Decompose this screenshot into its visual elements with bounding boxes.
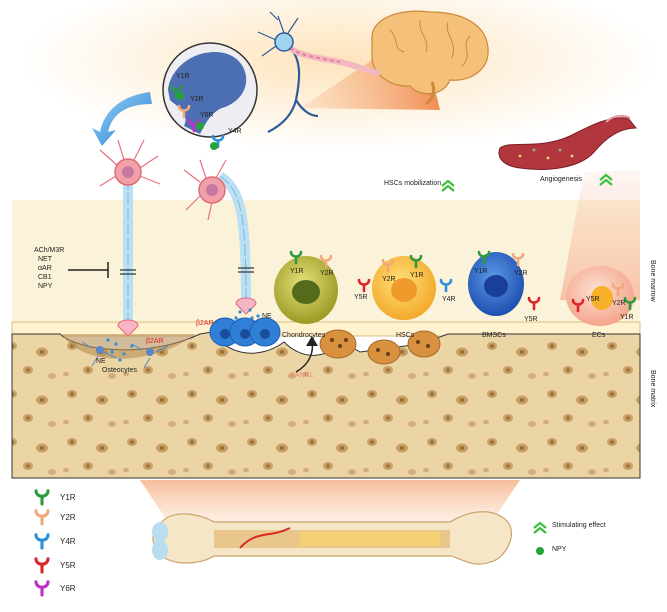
sympathetic-neuron-middle <box>183 159 257 315</box>
inhibitor-npy: NPY <box>38 283 53 290</box>
beta2ar-label-mid: β2AR <box>196 320 214 327</box>
legend-y2r-label: Y2R <box>60 513 76 522</box>
y1r-receptor-icon <box>409 254 423 269</box>
inset-y2r-label: Y2R <box>190 96 204 103</box>
sympathetic-neuron-left <box>99 139 161 337</box>
y1r-receptor-icon <box>477 250 491 265</box>
ecs-label: ECs <box>592 332 606 339</box>
legend-y6r-label: Y6R <box>60 584 76 593</box>
stimulating-chevron-icon <box>599 173 613 186</box>
signal-arrow-icon <box>92 92 152 146</box>
hsc-y2r-label: Y2R <box>382 276 396 283</box>
inhibition-line <box>68 262 109 278</box>
legend-npy-icon <box>536 547 544 555</box>
ec-y1r-label: Y1R <box>620 314 634 321</box>
y4r-receptor-icon <box>439 278 453 293</box>
y6r-receptor-icon <box>187 118 201 133</box>
stimulating-chevron-icon <box>441 179 455 192</box>
ec-y2r-label: Y2R <box>612 300 626 307</box>
chondro-y2r-label: Y2R <box>320 270 334 277</box>
hsc-y4r-label: Y4R <box>442 296 456 303</box>
inhibitor-list: ACh/M3R NET αAR CB1 NPY <box>34 246 64 291</box>
bmsc-y2r-label: Y2R <box>514 270 528 277</box>
legend-y6r-icon <box>34 580 50 597</box>
bmsc-y5r-label: Y5R <box>524 316 538 323</box>
legend-y5r-label: Y5R <box>60 561 76 570</box>
ne-dots <box>106 308 260 362</box>
y2r-receptor-icon <box>319 254 333 269</box>
legend-npy-label: NPY <box>552 546 567 553</box>
inhibitor-cb1: CB1 <box>38 274 52 281</box>
inset-y6r-label: Y6R <box>200 112 214 119</box>
legend-y4r-icon <box>34 533 50 550</box>
osteocytes-label: Osteocytes <box>102 367 138 374</box>
y1r-receptor-icon <box>289 250 303 265</box>
npy-molecule-icon <box>196 122 204 130</box>
npy-molecule-icon <box>210 142 218 150</box>
chondrocyte-cell <box>274 256 338 324</box>
y5r-receptor-icon <box>527 296 541 311</box>
ne-label-mid: NE <box>262 313 272 320</box>
bmsc-y1r-label: Y1R <box>474 268 488 275</box>
legend-y1r-icon <box>34 489 50 506</box>
inhibitor-aar: αAR <box>38 265 52 272</box>
hscs-label: HSCs <box>396 332 415 339</box>
osteoblast-cluster <box>209 317 281 347</box>
y2r-receptor-icon <box>511 252 525 267</box>
hsc-y1r-label: Y1R <box>410 272 424 279</box>
inhibitor-net: NET <box>38 256 52 263</box>
chondrocytes-label: Chondrocytes <box>282 332 326 339</box>
osteocyte-network <box>62 334 196 369</box>
legend-stimulating-icon <box>533 521 547 534</box>
angiogenesis-label: Angiogenesis <box>540 176 583 183</box>
bmscs-label: BMSCs <box>482 332 506 339</box>
legend-y1r-label: Y1R <box>60 493 76 502</box>
ec-y5r-label: Y5R <box>586 296 600 303</box>
bmsc-cell <box>468 252 524 316</box>
legend-y2r-icon <box>34 509 50 526</box>
hsc-y5r-label: Y5R <box>354 294 368 301</box>
projecting-neuron-icon <box>257 11 381 133</box>
ec-cell <box>566 266 634 326</box>
rankl-label: RANKL <box>290 372 314 379</box>
npy-molecule-icon <box>176 92 184 100</box>
y2r-receptor-icon <box>177 104 191 119</box>
legend-stimulating-label: Stimulating effect <box>552 522 606 529</box>
y2r-receptor-icon <box>611 282 625 297</box>
y5r-receptor-icon <box>571 298 585 313</box>
y2r-receptor-icon <box>381 258 395 273</box>
inset-y1r-label: Y1R <box>176 73 190 80</box>
beta2ar-label-left: β2AR <box>146 338 164 345</box>
chondro-y1r-label: Y1R <box>290 268 304 275</box>
inhibitor-ach: ACh/M3R <box>34 247 65 254</box>
osteoclast-group <box>295 329 441 373</box>
legend-y4r-label: Y4R <box>60 537 76 546</box>
legend-y5r-icon <box>34 557 50 574</box>
long-bone-icon <box>152 511 512 565</box>
y5r-receptor-icon <box>357 278 371 293</box>
inset-y4r-label: Y4R <box>228 128 242 135</box>
ne-label-left: NE <box>96 358 106 365</box>
hscs-mobilization-label: HSCs mobilization <box>384 180 442 187</box>
receptor-inset <box>162 42 258 138</box>
bone-marrow-label: Bone marrow <box>649 260 656 302</box>
bone-matrix-label: Bone matrix <box>649 370 656 408</box>
angiogenesis-vessel-icon <box>498 114 638 170</box>
y1r-receptor-icon <box>623 296 637 311</box>
